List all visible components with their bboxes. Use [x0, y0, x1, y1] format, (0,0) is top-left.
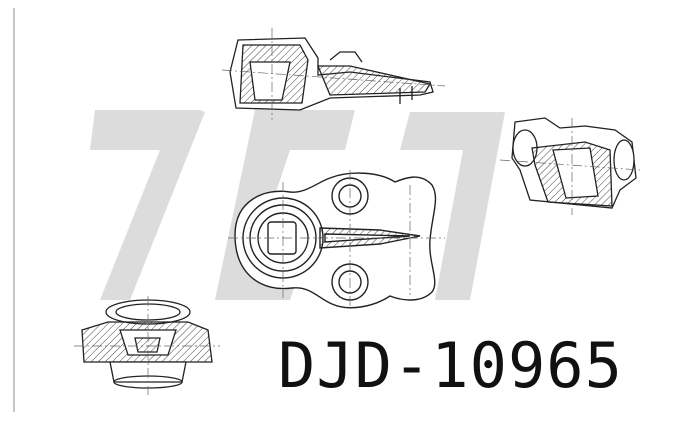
ball-joint-plan-view — [228, 170, 445, 309]
forged-blank-side-view — [221, 28, 446, 120]
part-number-label: DJD-10965 — [278, 329, 623, 402]
upper-arm-section-view — [499, 117, 641, 215]
housing-section-view — [74, 296, 220, 395]
